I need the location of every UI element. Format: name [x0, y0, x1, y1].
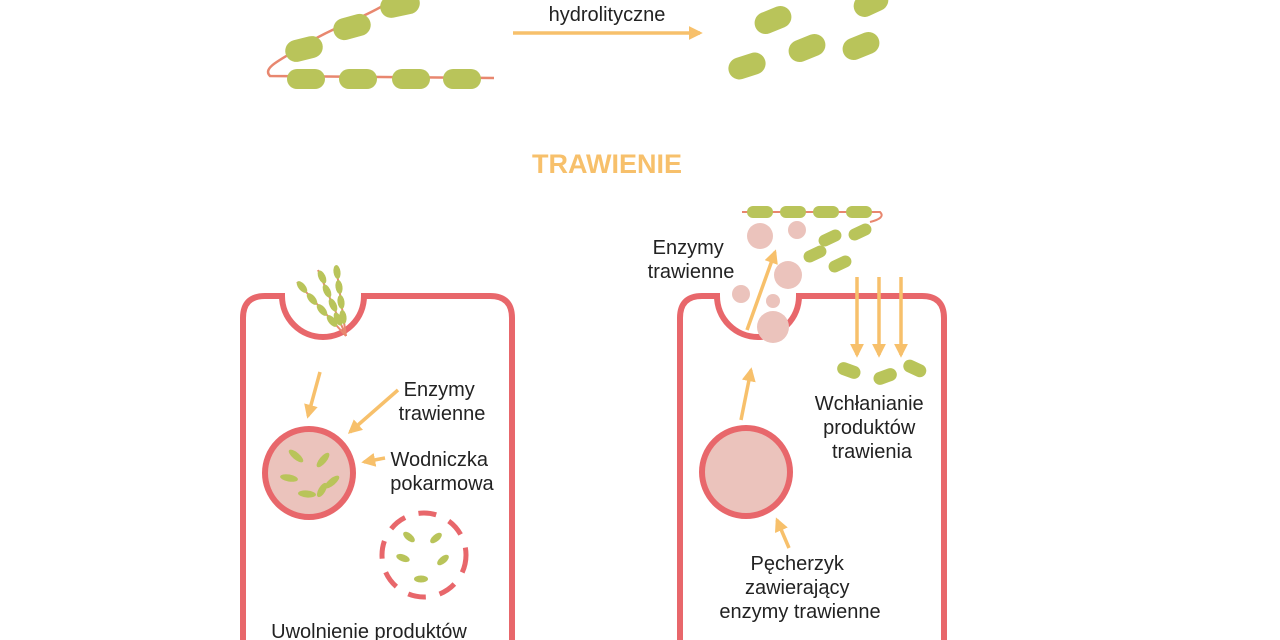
- right-exocytosis-arrow: [745, 249, 778, 331]
- left-food-particles: [296, 265, 347, 337]
- vacuole-particles: [280, 449, 340, 498]
- right-food-chain: [742, 206, 883, 273]
- left-enzymes-label: Enzymy trawienne: [399, 379, 486, 425]
- absorbed-molecules: [837, 359, 927, 385]
- monomers: [728, 0, 889, 80]
- left-ingestion-arrow: [304, 371, 322, 419]
- vesicle-pointer-arrow: [774, 517, 791, 549]
- left-cell-membrane: [240, 293, 515, 640]
- release-products-label: Uwolnienie produktów: [271, 621, 467, 640]
- vesicle-to-membrane-arrow: [739, 367, 756, 421]
- enzyme-droplets: [732, 221, 806, 343]
- absorption-label: Wchłanianie produktów trawienia: [815, 393, 930, 463]
- hydrolytic-enzymes-label: hydrolityczne: [549, 4, 666, 26]
- right-cell-membrane: [677, 293, 947, 640]
- left-enzymes-arrow: [347, 388, 400, 434]
- food-vacuole-label: Wodniczka pokarmowa: [390, 449, 494, 495]
- vacuole-pointer-arrow: [361, 453, 386, 467]
- food-vacuole: [262, 426, 356, 520]
- enzyme-vesicle: [699, 425, 793, 519]
- vesicle-label: Pęcherzyk zawierający enzymy trawienne: [719, 553, 880, 623]
- right-enzymes-label: Enzymy trawienne: [648, 237, 735, 283]
- polymer-chain: [266, 0, 495, 89]
- diagram-title: TRAWIENIE: [532, 149, 682, 179]
- absorption-arrows: [850, 277, 908, 358]
- broken-vacuole: [379, 510, 469, 600]
